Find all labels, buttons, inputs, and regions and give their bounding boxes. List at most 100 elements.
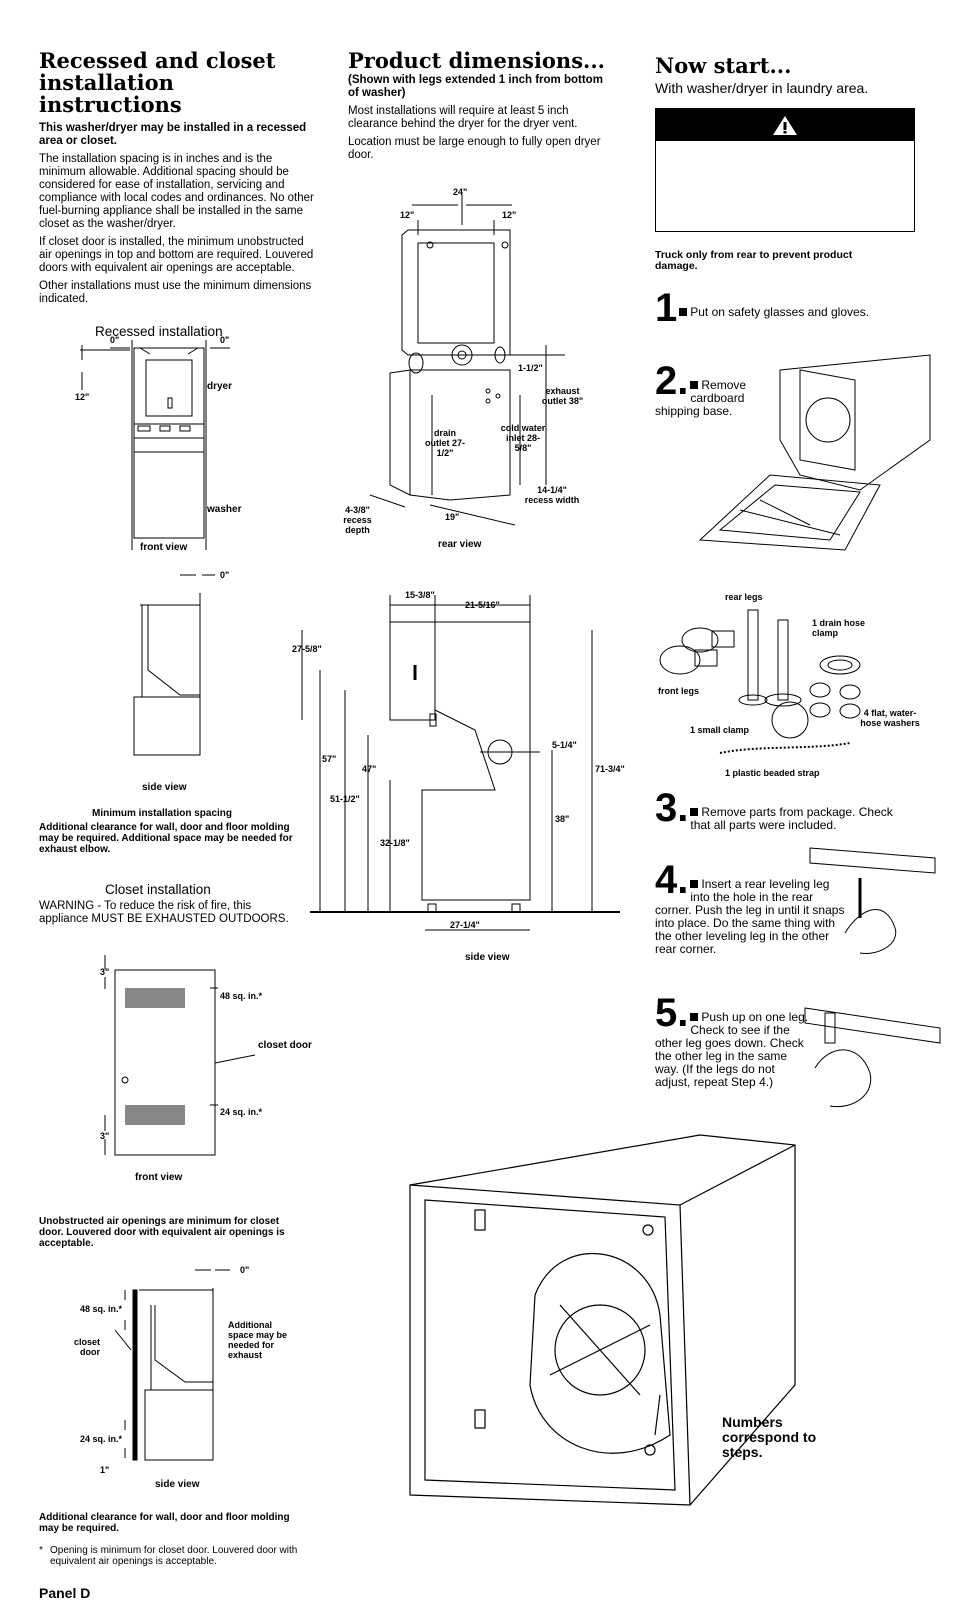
- side-dim-47: 47": [362, 764, 376, 774]
- truck-note: Truck only from rear to prevent product …: [655, 249, 853, 272]
- side2-dim-1: 1": [100, 1465, 109, 1475]
- closet-top-opening: 48 sq. in.*: [220, 991, 263, 1001]
- step5-illustration: [804, 1007, 941, 1108]
- step-1-number: 1: [655, 286, 678, 330]
- warning-triangle-icon: [773, 116, 797, 135]
- rear-dim-12-right: 12": [502, 210, 516, 220]
- rear-dim-19: 19": [445, 512, 459, 522]
- caption-front-view: front view: [140, 542, 187, 553]
- side-dim-27-1-4: 27-1/4": [450, 920, 480, 930]
- step-1: 1 Put on safety glasses and gloves.: [655, 286, 905, 330]
- step-bullet-icon: [690, 880, 699, 888]
- step-3-number: 3.: [655, 786, 689, 830]
- mid-title: Product dimensions...: [348, 48, 605, 73]
- side-dim-71-3-4: 71-3/4": [595, 764, 625, 774]
- part-rear-legs: rear legs: [725, 592, 763, 602]
- side1-dim-0: 0": [220, 570, 229, 580]
- label-washer: washer: [206, 504, 242, 515]
- right-column: Now start... With washer/dryer in laundr…: [655, 53, 940, 97]
- closet-dim-3b: 3": [100, 1131, 109, 1141]
- part-drain-clamp: 1 drain hose clamp: [812, 618, 866, 638]
- paragraph-spacing: The installation spacing is in inches an…: [39, 153, 314, 230]
- side-dim-38: 38": [555, 814, 569, 824]
- left-title: Recessed and closet installation instruc…: [39, 48, 276, 117]
- recessed-dim-12: 12": [75, 392, 89, 402]
- part-washers: 4 flat, water-hose washers: [860, 708, 920, 728]
- side-dim-57: 57": [322, 754, 336, 764]
- step-5-number: 5.: [655, 991, 689, 1035]
- additional-clearance-note: Additional clearance for wall, door and …: [39, 1512, 290, 1534]
- rear-dim-24: 24": [453, 187, 467, 197]
- step-bullet-icon: [690, 1013, 699, 1021]
- part-beaded-strap: 1 plastic beaded strap: [725, 768, 820, 778]
- warning-box: [655, 108, 915, 232]
- step-3-text: Remove parts from package. Check that al…: [690, 805, 893, 832]
- side2-exhaust-label: Additional space may be needed for exhau…: [228, 1320, 288, 1360]
- caption-closet-side-view: side view: [155, 1479, 200, 1490]
- step-4-text: Insert a rear leveling leg into the hole…: [655, 877, 845, 956]
- step-bullet-icon: [690, 808, 699, 816]
- closet-title: Closet installation: [105, 882, 211, 897]
- footnote: Opening is minimum for closet door. Louv…: [50, 1545, 298, 1567]
- recessed-front-view-diagram: 0" 0" 12" dryer washer front view: [75, 335, 242, 553]
- closet-door-label: closet door: [258, 1040, 312, 1051]
- footnote-mark: *: [39, 1545, 43, 1556]
- recessed-dim-0a: 0": [110, 335, 119, 345]
- unobstructed-note: Unobstructed air openings are minimum fo…: [39, 1216, 285, 1249]
- closet-dim-3a: 3": [100, 967, 109, 977]
- product-side-view-diagram: 15-3/8" 21-5/16" 27-5/8" 57" 47" 51-1/2"…: [292, 590, 625, 963]
- left-column: Recessed and closet installation instruc…: [39, 50, 314, 311]
- step-5-text: Push up on one leg. Check to see if the …: [655, 1010, 809, 1089]
- part-small-clamp: 1 small clamp: [690, 725, 750, 735]
- step4-illustration: [809, 847, 936, 954]
- step-2: 2. Remove cardboard shipping base.: [655, 359, 765, 418]
- right-title: Now start...: [655, 53, 792, 78]
- rear-dim-12-left: 12": [400, 210, 414, 220]
- rear-recess-depth-label: 4-3/8" recess depth: [343, 505, 372, 535]
- panel-label: Panel D: [39, 1585, 91, 1601]
- caption-closet-front-view: front view: [135, 1172, 182, 1183]
- step-4: 4. Insert a rear leveling leg into the h…: [655, 858, 850, 956]
- intro-text: This washer/dryer may be installed in a …: [39, 122, 307, 147]
- mid-paragraph-vent: Most installations will require at least…: [348, 105, 578, 130]
- paragraph-closet-door: If closet door is installed, the minimum…: [39, 236, 314, 274]
- min-spacing-title: Minimum installation spacing: [92, 808, 233, 819]
- side-dim-27-5-8: 27-5/8": [292, 644, 322, 654]
- step-bullet-icon: [679, 308, 688, 316]
- rear-cold-water-label: cold water inlet 28-5/8": [500, 423, 546, 453]
- step-1-text: Put on safety glasses and gloves.: [690, 305, 870, 319]
- parts-illustration: [659, 609, 861, 754]
- bottom-air-opening: [125, 1105, 185, 1125]
- caption-product-side-view: side view: [465, 952, 510, 963]
- closet-side-view-diagram: 0" 48 sq. in.* 24 sq. in.* 1" side view: [80, 1265, 249, 1490]
- recessed-title: Recessed installation: [95, 324, 223, 339]
- rear-view-diagram: 24" 12" 12" 1-1/2" 19" rear view: [369, 187, 565, 550]
- mid-paragraph-door: Location must be large enough to fully o…: [348, 136, 601, 161]
- rear-exhaust-label: exhaust outlet 38": [541, 386, 584, 406]
- warning-header: [656, 109, 914, 141]
- side2-door-label: closet door: [73, 1337, 100, 1357]
- numbers-note: Numbers correspond to steps.: [722, 1414, 817, 1460]
- rear-recess-width-label: 14-1/4" recess width: [524, 485, 580, 505]
- closet-front-view-diagram: 3" 3" 48 sq. in.* 24 sq. in.* closet doo…: [100, 955, 312, 1183]
- mid-subtitle: (Shown with legs extended 1 inch from bo…: [348, 74, 603, 99]
- side-dim-15-3-8: 15-3/8": [405, 590, 435, 600]
- step-2-text: Remove cardboard shipping base.: [655, 378, 747, 418]
- right-subtitle: With washer/dryer in laundry area.: [655, 80, 869, 96]
- step-bullet-icon: [690, 381, 699, 389]
- caption-side-view-1: side view: [142, 782, 187, 793]
- rear-dim-1-1-2: 1-1/2": [518, 363, 543, 373]
- recessed-dim-0b: 0": [220, 335, 229, 345]
- top-air-opening: [125, 988, 185, 1008]
- side2-top-opening: 48 sq. in.*: [80, 1304, 123, 1314]
- step-4-number: 4.: [655, 858, 689, 902]
- side-dim-51-1-2: 51-1/2": [330, 794, 360, 804]
- rear-drain-label: drain outlet 27-1/2": [425, 428, 466, 458]
- label-dryer: dryer: [207, 381, 232, 392]
- part-front-legs: front legs: [658, 686, 700, 696]
- side2-dim-0: 0": [240, 1265, 249, 1275]
- caption-rear-view: rear view: [438, 539, 482, 550]
- step-2-number: 2.: [655, 359, 689, 403]
- step-3: 3. Remove parts from package. Check that…: [655, 786, 915, 832]
- min-spacing-note: Additional clearance for wall, door and …: [39, 822, 293, 855]
